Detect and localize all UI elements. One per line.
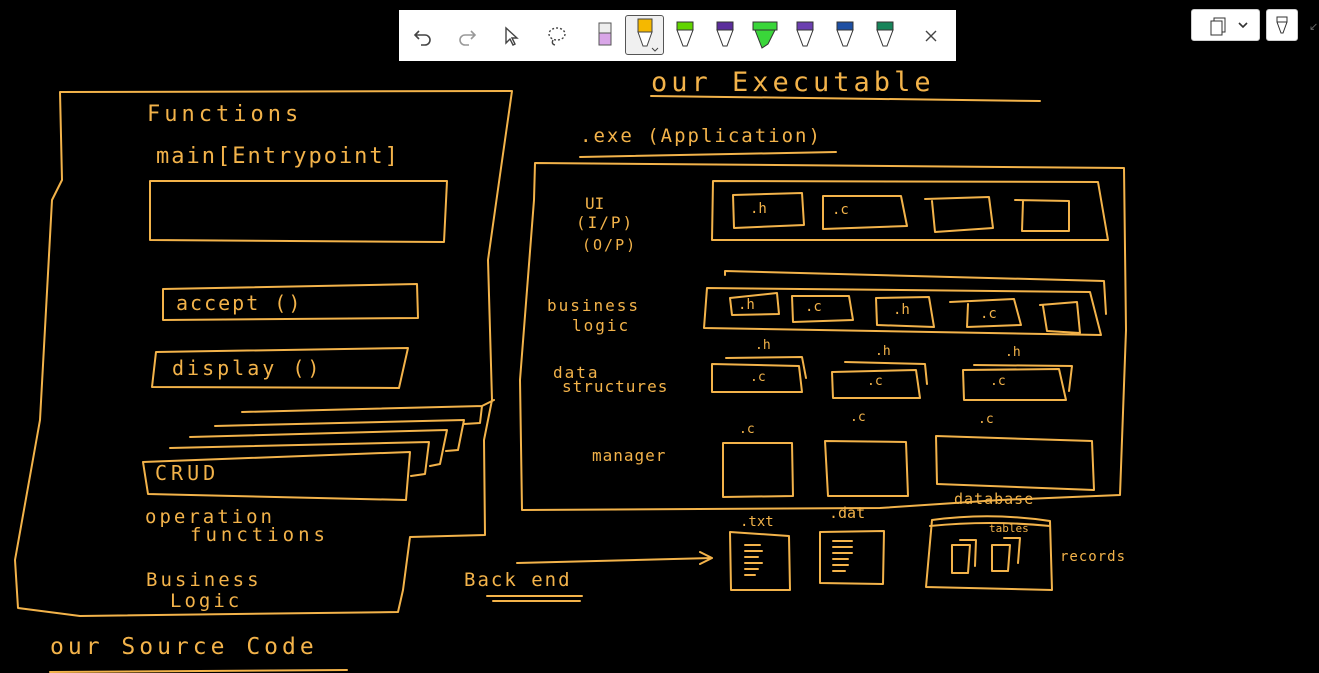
chevron-down-icon — [1238, 22, 1248, 29]
mgr-c3-label: .c — [978, 412, 994, 427]
ui-c-label: .c — [832, 202, 849, 218]
functions-label: functions — [190, 524, 329, 546]
close-icon[interactable] — [913, 18, 949, 54]
logic-label: Logic — [170, 590, 243, 612]
op-label: (O/P) — [582, 236, 638, 254]
eraser-pen-icon[interactable] — [587, 18, 623, 54]
undo-icon[interactable] — [405, 18, 441, 54]
bl-h1-label: .h — [738, 297, 755, 313]
redo-icon[interactable] — [449, 18, 485, 54]
collapse-arrow-icon[interactable]: ↙ — [1309, 20, 1319, 33]
exe-outline — [519, 162, 1127, 511]
ds-c2-label: .c — [867, 374, 883, 389]
source-code-caption: our Source Code — [50, 634, 318, 660]
ip-label: (I/P) — [576, 213, 635, 232]
main-entrypoint-label: main[Entrypoint] — [156, 144, 400, 169]
tables-label: tables — [989, 522, 1029, 535]
main-box — [149, 180, 448, 243]
display-label: display () — [172, 356, 323, 380]
data-label: data — [553, 363, 600, 382]
operation-label: operation — [145, 506, 275, 528]
executable-title: our Executable — [651, 67, 935, 98]
pen-toggle-icon[interactable] — [1266, 9, 1298, 41]
pen-icon-teal[interactable] — [867, 18, 903, 54]
exe-business-label: business — [547, 296, 641, 315]
crud-stack — [142, 399, 495, 501]
business-row-box — [703, 270, 1107, 336]
ui-h-label: .h — [750, 201, 767, 217]
bl-h2-label: .h — [893, 302, 910, 318]
highlighter-pen-icon[interactable] — [627, 18, 663, 54]
database-label: database — [954, 490, 1035, 508]
bl-c2-label: .c — [980, 306, 997, 322]
accept-label: accept () — [176, 291, 303, 315]
pen-icon-purple[interactable] — [707, 18, 743, 54]
records-label: records — [1060, 549, 1127, 565]
ui-row-box — [711, 180, 1109, 241]
pen-icon-green[interactable] — [667, 18, 703, 54]
ink-toolbar — [399, 10, 956, 61]
copy-pages-icon — [1210, 17, 1226, 36]
backend-label: Back end — [464, 569, 572, 591]
accept-box — [162, 283, 419, 321]
ds-c1-label: .c — [750, 370, 766, 385]
mgr-c1-label: .c — [739, 422, 755, 437]
functions-title: Functions — [147, 102, 303, 127]
display-box — [151, 347, 409, 389]
structures-label: structures — [562, 377, 669, 396]
dat-label: .dat — [829, 504, 866, 522]
pen-icon-blue[interactable] — [827, 18, 863, 54]
ds-h2-label: .h — [875, 344, 891, 359]
ui-label: UI — [585, 194, 605, 213]
ds-h1-label: .h — [755, 338, 771, 353]
select-pointer-icon[interactable] — [493, 18, 529, 54]
pen-icon-violet[interactable] — [787, 18, 823, 54]
caption-underline — [49, 669, 348, 673]
business-label: Business — [146, 569, 262, 591]
manager-label: manager — [592, 446, 667, 465]
txt-label: .txt — [740, 514, 774, 530]
ds-h3-label: .h — [1005, 345, 1021, 360]
exe-logic-label: logic — [572, 316, 631, 335]
lasso-icon[interactable] — [539, 18, 575, 54]
copy-pages-dropdown[interactable] — [1191, 9, 1260, 41]
bl-c1-label: .c — [805, 299, 822, 315]
exe-label: .exe (Application) — [580, 125, 822, 147]
source-code-outline — [14, 90, 513, 617]
highlighter-icon-green[interactable] — [747, 18, 783, 54]
mgr-c2-label: .c — [850, 410, 866, 425]
crud-label: CRUD — [155, 461, 220, 485]
database-cylinder — [925, 515, 1053, 591]
ds-c3-label: .c — [990, 374, 1006, 389]
